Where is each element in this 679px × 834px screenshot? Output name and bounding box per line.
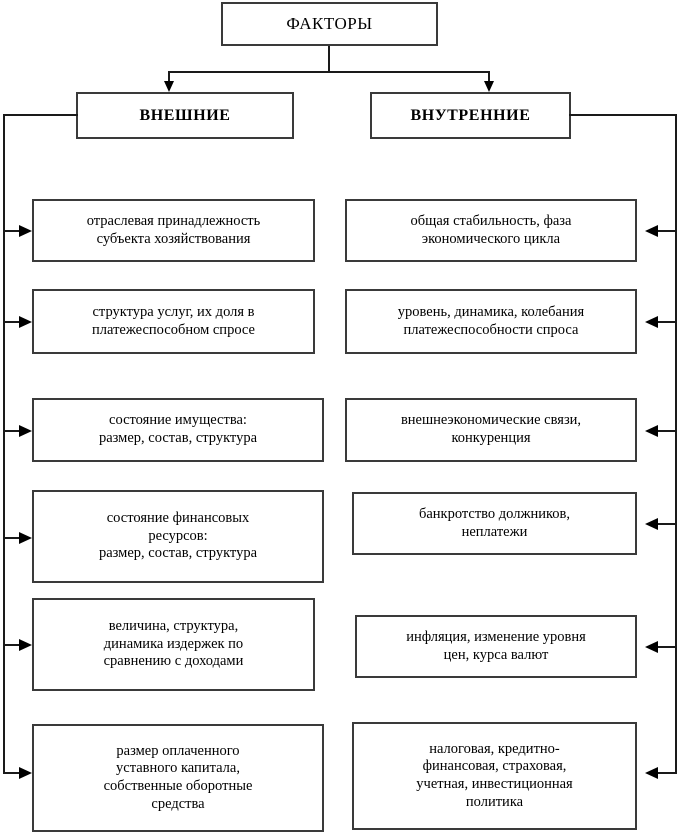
leaf-internal-6: налоговая, кредитно- финансовая, страхов… xyxy=(352,722,637,830)
branch-node-internal-label: ВНУТРЕННИЕ xyxy=(410,106,531,124)
arrow-left-right-5-icon xyxy=(645,641,658,653)
connector-left-stub-6 xyxy=(3,772,20,774)
root-node-factors: ФАКТОРЫ xyxy=(221,2,438,46)
connector-left-stub-4 xyxy=(3,537,20,539)
leaf-internal-4-label: банкротство должников, неплатежи xyxy=(418,505,571,540)
connector-right-stub-5 xyxy=(657,646,677,648)
leaf-internal-1: общая стабильность, фаза экономического … xyxy=(345,199,637,262)
leaf-external-4-label: состояние финансовых ресурсов: размер, с… xyxy=(98,509,258,562)
connector-left-branch-out xyxy=(3,114,78,116)
arrow-left-right-4-icon xyxy=(645,518,658,530)
leaf-external-5: величина, структура, динамика издержек п… xyxy=(32,598,315,691)
leaf-external-2-label: структура услуг, их доля в платежеспособ… xyxy=(92,303,255,338)
arrow-left-right-3-icon xyxy=(645,425,658,437)
arrow-right-left-1-icon xyxy=(19,225,32,237)
connector-right-stub-2 xyxy=(657,321,677,323)
connector-left-stub-2 xyxy=(3,321,20,323)
leaf-external-5-label: величина, структура, динамика издержек п… xyxy=(103,617,244,670)
arrow-down-left-branch-icon xyxy=(164,81,174,92)
arrow-right-left-3-icon xyxy=(19,425,32,437)
leaf-external-3: состояние имущества: размер, состав, стр… xyxy=(32,398,324,462)
connector-right-rail xyxy=(675,114,677,774)
arrow-left-right-6-icon xyxy=(645,767,658,779)
connector-left-stub-5 xyxy=(3,644,20,646)
connector-split-bar xyxy=(168,71,490,73)
leaf-external-4: состояние финансовых ресурсов: размер, с… xyxy=(32,490,324,583)
leaf-external-6: размер оплаченного уставного капитала, с… xyxy=(32,724,324,832)
connector-right-stub-6 xyxy=(657,772,677,774)
arrow-left-right-1-icon xyxy=(645,225,658,237)
connector-root-stem xyxy=(328,46,330,72)
branch-node-external: ВНЕШНИЕ xyxy=(76,92,294,139)
connector-to-right-branch xyxy=(488,71,490,87)
connector-left-stub-1 xyxy=(3,230,20,232)
leaf-internal-2: уровень, динамика, колебания платежеспос… xyxy=(345,289,637,354)
leaf-external-2: структура услуг, их доля в платежеспособ… xyxy=(32,289,315,354)
leaf-external-6-label: размер оплаченного уставного капитала, с… xyxy=(103,742,253,812)
leaf-external-1-label: отраслевая принадлежность субъекта хозяй… xyxy=(86,212,261,247)
leaf-external-3-label: состояние имущества: размер, состав, стр… xyxy=(98,412,258,446)
leaf-internal-3: внешнеэкономические связи, конкуренция xyxy=(345,398,637,462)
leaf-external-1: отраслевая принадлежность субъекта хозяй… xyxy=(32,199,315,262)
arrow-down-right-branch-icon xyxy=(484,81,494,92)
branch-node-internal: ВНУТРЕННИЕ xyxy=(370,92,571,139)
leaf-internal-5-label: инфляция, изменение уровня цен, курса ва… xyxy=(406,628,586,663)
leaf-internal-1-label: общая стабильность, фаза экономического … xyxy=(410,212,572,247)
branch-node-external-label: ВНЕШНИЕ xyxy=(139,106,231,124)
arrow-right-left-6-icon xyxy=(19,767,32,779)
arrow-right-left-4-icon xyxy=(19,532,32,544)
connector-right-stub-1 xyxy=(657,230,677,232)
leaf-internal-3-label: внешнеэкономические связи, конкуренция xyxy=(400,412,582,446)
connector-right-stub-3 xyxy=(657,430,677,432)
connector-left-stub-3 xyxy=(3,430,20,432)
connector-left-rail xyxy=(3,114,5,774)
leaf-internal-2-label: уровень, динамика, колебания платежеспос… xyxy=(397,303,585,338)
arrow-right-left-2-icon xyxy=(19,316,32,328)
connector-to-left-branch xyxy=(168,71,170,87)
leaf-internal-6-label: налоговая, кредитно- финансовая, страхов… xyxy=(416,740,573,810)
arrow-right-left-5-icon xyxy=(19,639,32,651)
leaf-internal-5: инфляция, изменение уровня цен, курса ва… xyxy=(355,615,637,678)
leaf-internal-4: банкротство должников, неплатежи xyxy=(352,492,637,555)
connector-right-branch-out xyxy=(569,114,677,116)
arrow-left-right-2-icon xyxy=(645,316,658,328)
connector-right-stub-4 xyxy=(657,523,677,525)
root-node-label: ФАКТОРЫ xyxy=(286,13,373,33)
